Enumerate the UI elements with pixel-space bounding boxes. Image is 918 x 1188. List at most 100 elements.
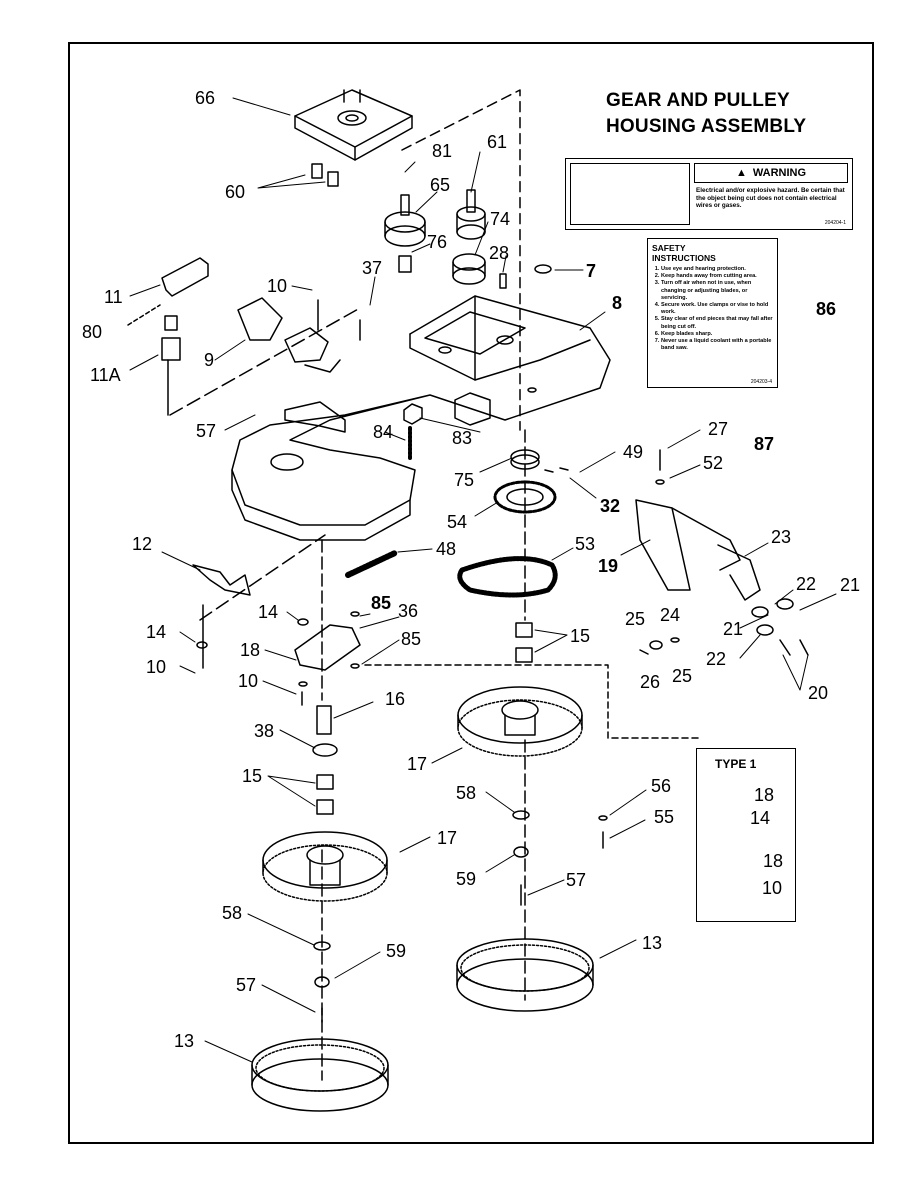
part-label: 19 — [598, 556, 619, 576]
gear-case-cover — [294, 89, 413, 161]
safety-item: Secure work. Use clamps or vise to hold … — [661, 302, 773, 316]
part-label: 76 — [427, 232, 448, 252]
safety-item: Never use a liquid coolant with a portab… — [661, 338, 773, 352]
page-frame — [68, 42, 874, 1144]
part-label: 83 — [452, 428, 473, 448]
part-label: 75 — [454, 470, 475, 490]
part-label: 18 — [240, 640, 261, 660]
nut — [403, 403, 423, 425]
warning-code: 204204-1 — [824, 220, 846, 226]
part-label: 84 — [373, 422, 394, 442]
part-label: 21 — [723, 619, 744, 639]
reference-line — [364, 664, 701, 739]
part-label: 13 — [174, 1031, 195, 1051]
part-label: 57 — [196, 421, 217, 441]
bearing-15 — [515, 622, 533, 638]
part-label: 52 — [703, 453, 724, 473]
part-label: 13 — [642, 933, 663, 953]
bearing-15 — [515, 647, 533, 663]
pinion-gear — [456, 189, 486, 240]
washer-18 — [298, 681, 308, 687]
safety-instructions-label: SAFETY INSTRUCTIONS Use eye and hearing … — [647, 238, 778, 388]
washer-58 — [512, 810, 530, 820]
washer-52 — [655, 479, 665, 485]
drive-wheel-right — [457, 686, 583, 757]
part-label: 10 — [238, 671, 259, 691]
washer-58 — [313, 941, 331, 951]
part-label: 17 — [407, 754, 428, 774]
part-label: 16 — [385, 689, 406, 709]
wheel-tire-left — [251, 1038, 389, 1112]
assembly-title-line2: HOUSING ASSEMBLY — [606, 116, 807, 137]
safety-heading-line2: INSTRUCTIONS — [652, 253, 716, 263]
pin-80 — [127, 304, 161, 326]
part-label: 55 — [654, 807, 675, 827]
safety-item: Use eye and hearing protection. — [661, 266, 773, 273]
safety-item: Turn off air when not in use, when chang… — [661, 280, 773, 302]
part-label: 25 — [625, 609, 646, 629]
part-label: 14 — [750, 808, 771, 828]
warning-heading-text: WARNING — [752, 167, 807, 179]
type1-detail-box: TYPE 1 — [696, 748, 796, 922]
drive-belt — [457, 556, 558, 598]
part-label: 56 — [651, 776, 672, 796]
idler-wheel-left — [262, 831, 388, 902]
screw — [317, 299, 361, 341]
part-label: 66 — [195, 88, 216, 108]
dowel-pins — [311, 163, 339, 187]
guide-bracket — [635, 499, 761, 601]
part-label: 15 — [570, 626, 591, 646]
warning-heading: ▲ WARNING — [694, 163, 848, 183]
pin — [499, 273, 507, 289]
hazard-pictogram-frame — [570, 163, 690, 225]
mounting-plate — [294, 624, 361, 671]
part-label: 12 — [132, 534, 153, 554]
part-label: 58 — [456, 783, 477, 803]
warning-text: Electrical and/or explosive hazard. Be c… — [696, 187, 845, 209]
bracket-plate — [192, 564, 251, 596]
part-label: 11 — [104, 287, 123, 307]
part-label: 11A — [90, 365, 121, 385]
part-label: 59 — [386, 941, 407, 961]
safety-item: Stay clear of end pieces that may fall a… — [661, 316, 773, 330]
screw-85 — [350, 663, 360, 669]
washer-56 — [598, 815, 608, 821]
part-label: 10 — [267, 276, 288, 296]
screws — [544, 467, 569, 473]
part-label: 8 — [612, 293, 623, 313]
screw-85 — [350, 611, 360, 617]
safety-heading-line1: SAFETY — [652, 243, 686, 253]
part-label: 20 — [808, 683, 829, 703]
part-label: 58 — [222, 903, 243, 923]
assembly-line — [169, 307, 361, 416]
part-label: 26 — [640, 672, 661, 692]
part-label: 9 — [204, 350, 215, 370]
part-label: 25 — [672, 666, 693, 686]
adjusting-hardware — [639, 637, 680, 655]
needle-bearing — [452, 253, 486, 285]
part-label: 53 — [575, 534, 596, 554]
washer-14 — [196, 641, 208, 649]
spacer — [316, 705, 332, 735]
wheel-tire-right — [456, 938, 594, 1012]
part-label: 37 — [362, 258, 383, 278]
part-label: 18 — [763, 851, 784, 871]
part-label: 18 — [754, 785, 775, 805]
part-label: 59 — [456, 869, 477, 889]
part-label: 27 — [708, 419, 729, 439]
intermediate-gear — [384, 194, 426, 273]
part-label: 61 — [487, 132, 508, 152]
safety-item: Keep hands away from cutting area. — [661, 273, 773, 280]
part-label: 15 — [242, 766, 263, 786]
part-label: 81 — [432, 141, 453, 161]
part-label: 32 — [600, 496, 621, 516]
part-label: 49 — [623, 442, 644, 462]
lever-handle — [161, 257, 209, 416]
leader-lines — [129, 97, 837, 1063]
part-label: 24 — [660, 605, 681, 625]
safety-list: Use eye and hearing protection. Keep han… — [652, 266, 773, 352]
part-label: 36 — [398, 601, 419, 621]
part-label: 57 — [236, 975, 257, 995]
part-label: 48 — [436, 539, 457, 559]
